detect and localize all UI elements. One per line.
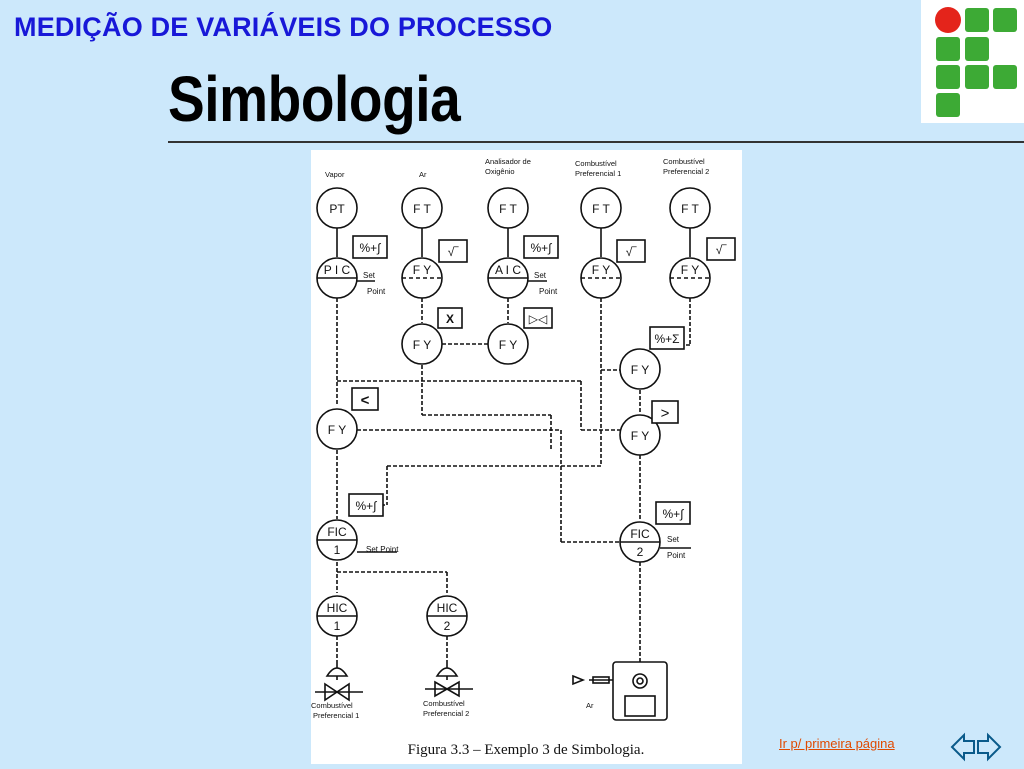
instrument-ft-ar: F T [413, 202, 431, 216]
label-valve1-2: Preferencial 1 [313, 711, 359, 720]
label-ar-bottom: Ar [586, 701, 594, 710]
label-vapor: Vapor [325, 170, 345, 179]
institution-logo [921, 0, 1024, 123]
instrument-fy-low: F Y [328, 423, 346, 437]
function-sqrt-ar: √‾ [448, 245, 460, 259]
function-fic1: %+∫ [356, 499, 378, 513]
instrument-hic1-num: 1 [334, 619, 341, 633]
instrument-hic2-num: 2 [444, 619, 451, 633]
instrument-aic: A I C [495, 263, 521, 277]
function-bias: ▷◁ [529, 312, 548, 326]
instrument-fy-sqrt-ar: F Y [413, 263, 431, 277]
setpoint-pic-2: Point [367, 287, 386, 296]
instrument-hic2-tag: HIC [437, 601, 458, 615]
function-fic2: %+∫ [663, 507, 685, 521]
instrument-fic2-num: 2 [637, 545, 644, 559]
label-comb2-2: Preferencial 2 [663, 167, 709, 176]
instrumentation-diagram: Vapor Ar Analisador de Oxigênio Combustí… [311, 150, 742, 764]
setpoint-fic2-2: Point [667, 551, 686, 560]
label-analisador-1: Analisador de [485, 157, 531, 166]
instrument-fic2-tag: FIC [630, 527, 650, 541]
function-sqrt-comb1: √‾ [626, 245, 638, 259]
instrument-fy-sqrt-comb1: F Y [592, 263, 610, 277]
function-sum: %+Σ [654, 332, 679, 346]
instrument-fy-sum: F Y [631, 363, 649, 377]
first-page-link[interactable]: Ir p/ primeira página [779, 736, 895, 751]
setpoint-fic2-1: Set [667, 535, 680, 544]
instrument-pt: PT [329, 202, 345, 216]
function-low-select: < [361, 392, 370, 409]
title-divider [168, 141, 1024, 143]
setpoint-fic1: Set Point [366, 545, 399, 554]
instrument-hic1-tag: HIC [327, 601, 348, 615]
function-aic: %+∫ [531, 241, 553, 255]
label-comb1-1: Combustível [575, 159, 617, 168]
setpoint-pic-1: Set [363, 271, 376, 280]
instrument-pic: P I C [324, 263, 351, 277]
label-analisador-2: Oxigênio [485, 167, 515, 176]
function-high-select: > [661, 405, 670, 422]
instrument-fy-mult: F Y [413, 338, 431, 352]
setpoint-aic-1: Set [534, 271, 547, 280]
instrument-fic1-num: 1 [334, 543, 341, 557]
label-valve2-1: Combustível [423, 699, 465, 708]
label-ar: Ar [419, 170, 427, 179]
diagram-caption: Figura 3.3 – Exemplo 3 de Simbologia. [408, 742, 645, 758]
label-comb1-2: Preferencial 1 [575, 169, 621, 178]
label-valve1-1: Combustível [311, 701, 353, 710]
instrument-fy-high: F Y [631, 429, 649, 443]
instrument-fy-bias: F Y [499, 338, 517, 352]
instrument-ft-comb1: F T [592, 202, 610, 216]
function-sqrt-comb2: √‾ [716, 243, 728, 257]
instrument-ft-oxigenio: F T [499, 202, 517, 216]
instrument-ft-comb2: F T [681, 202, 699, 216]
label-valve2-2: Preferencial 2 [423, 709, 469, 718]
setpoint-aic-2: Point [539, 287, 558, 296]
instrument-fic1-tag: FIC [327, 525, 347, 539]
header-title: MEDIÇÃO DE VARIÁVEIS DO PROCESSO [14, 12, 553, 42]
double-arrow-icon[interactable] [950, 731, 1002, 763]
function-multiply: X [446, 312, 454, 326]
logo-red-dot [935, 7, 961, 33]
label-comb2-1: Combustível [663, 157, 705, 166]
function-pic: %+∫ [360, 241, 382, 255]
instrument-fy-sqrt-comb2: F Y [681, 263, 699, 277]
slide-title: Simbologia [168, 63, 461, 135]
